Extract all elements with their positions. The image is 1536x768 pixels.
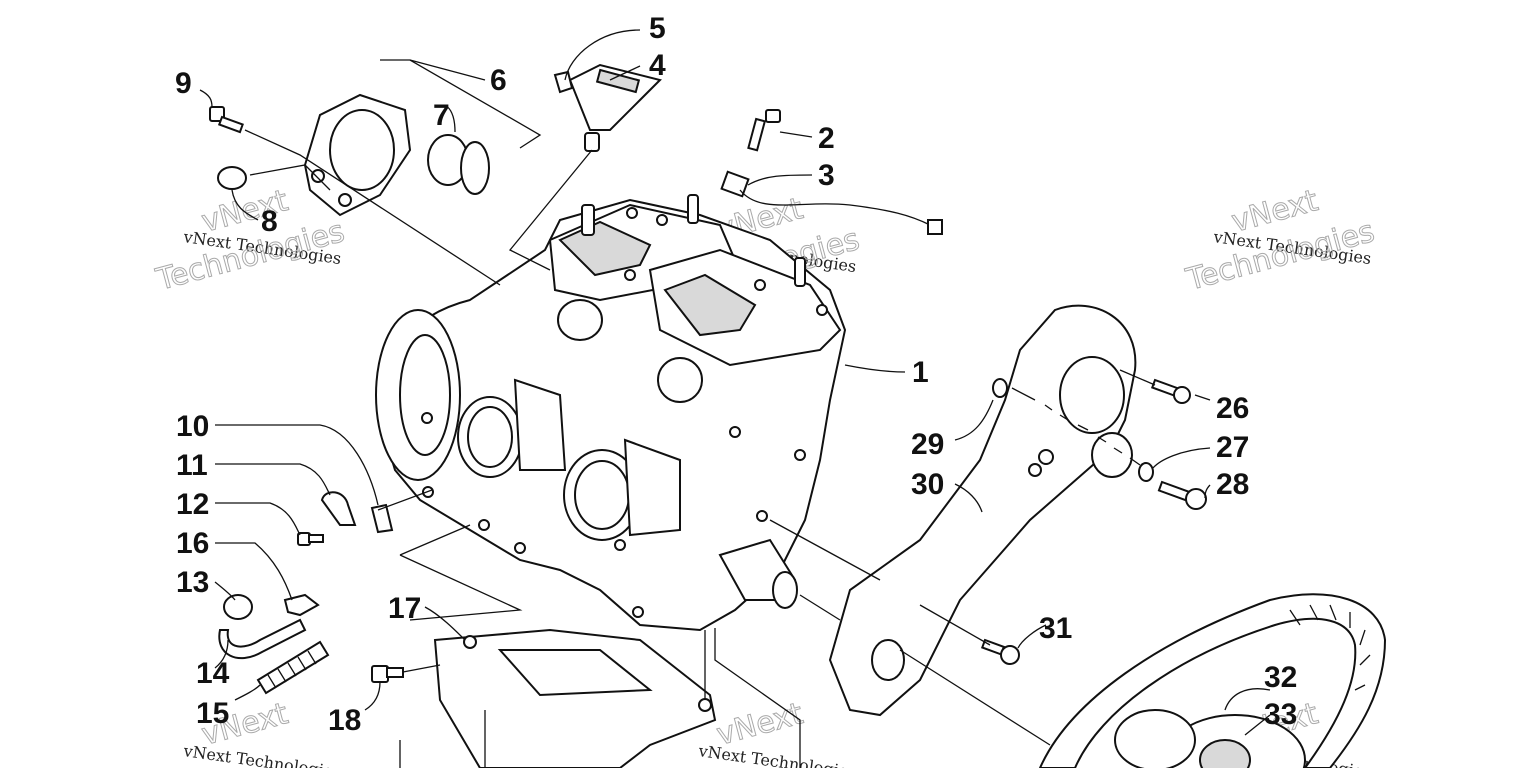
mounting-plate-part-30 bbox=[828, 304, 1137, 717]
callout-1: 1 bbox=[912, 356, 929, 389]
callout-10: 10 bbox=[176, 410, 209, 443]
callout-15: 15 bbox=[196, 697, 229, 730]
callout-28: 28 bbox=[1216, 468, 1249, 501]
callout-17: 17 bbox=[388, 592, 421, 625]
callout-32: 32 bbox=[1264, 661, 1297, 694]
pull-handle-part-4 bbox=[568, 63, 662, 152]
callout-8: 8 bbox=[261, 205, 278, 238]
callout-5: 5 bbox=[649, 12, 666, 45]
callout-13: 13 bbox=[176, 566, 209, 599]
callout-2: 2 bbox=[818, 122, 835, 155]
sensor-part-3 bbox=[720, 170, 943, 235]
fitting-part-16 bbox=[283, 593, 320, 617]
callout-11: 11 bbox=[176, 449, 208, 482]
callout-7: 7 bbox=[433, 99, 450, 132]
callout-3: 3 bbox=[818, 159, 835, 192]
bushing-part-8 bbox=[217, 166, 247, 190]
nut-part-13 bbox=[223, 594, 253, 620]
watermark-left-top: vNext vNext Technologies Technologies bbox=[152, 183, 349, 299]
callout-16: 16 bbox=[176, 527, 209, 560]
mount-bracket-part-17 bbox=[433, 628, 717, 768]
callout-29: 29 bbox=[911, 428, 944, 461]
engine-block bbox=[375, 194, 847, 632]
watermark-center-bottom: vNext vNext Technologies bbox=[696, 696, 857, 768]
bolt-part-28 bbox=[1157, 480, 1207, 510]
callout-27: 27 bbox=[1216, 431, 1249, 464]
leader-lines bbox=[199, 29, 1271, 768]
bolt-part-18 bbox=[371, 665, 404, 683]
clip-part-10 bbox=[370, 503, 394, 534]
callout-labels: 1 2 3 4 5 6 7 8 9 10 11 12 16 13 14 15 1… bbox=[175, 12, 1297, 737]
spring-part-15 bbox=[256, 640, 330, 695]
callout-4: 4 bbox=[649, 49, 666, 82]
callout-14: 14 bbox=[196, 657, 230, 690]
callout-9: 9 bbox=[175, 67, 192, 100]
callout-33: 33 bbox=[1264, 698, 1297, 731]
bolt-part-9 bbox=[209, 106, 244, 134]
svg-text:vNext Technologies: vNext Technologies bbox=[696, 741, 857, 768]
watermark-right-top: vNext vNext Technologies Technologies bbox=[1182, 183, 1379, 299]
callout-6: 6 bbox=[490, 64, 507, 97]
clutch-part-33 bbox=[1114, 709, 1306, 768]
callout-18: 18 bbox=[328, 704, 361, 737]
callout-30: 30 bbox=[911, 468, 944, 501]
clip-part-5 bbox=[553, 70, 574, 94]
hose-part-14 bbox=[218, 618, 307, 660]
callout-26: 26 bbox=[1216, 392, 1249, 425]
washer-part-29 bbox=[992, 378, 1008, 398]
screw-part-12 bbox=[297, 532, 324, 546]
bolt-part-26 bbox=[1150, 378, 1191, 404]
callout-12: 12 bbox=[176, 488, 209, 521]
clamp-part-11 bbox=[320, 491, 357, 526]
starter-housing-part-6 bbox=[303, 93, 412, 217]
svg-text:vNext Technologies: vNext Technologies bbox=[181, 741, 342, 768]
pulley-part-7 bbox=[427, 134, 490, 195]
washer-part-27 bbox=[1138, 462, 1154, 482]
bolt-part-2 bbox=[747, 109, 781, 152]
callout-31: 31 bbox=[1039, 612, 1072, 645]
